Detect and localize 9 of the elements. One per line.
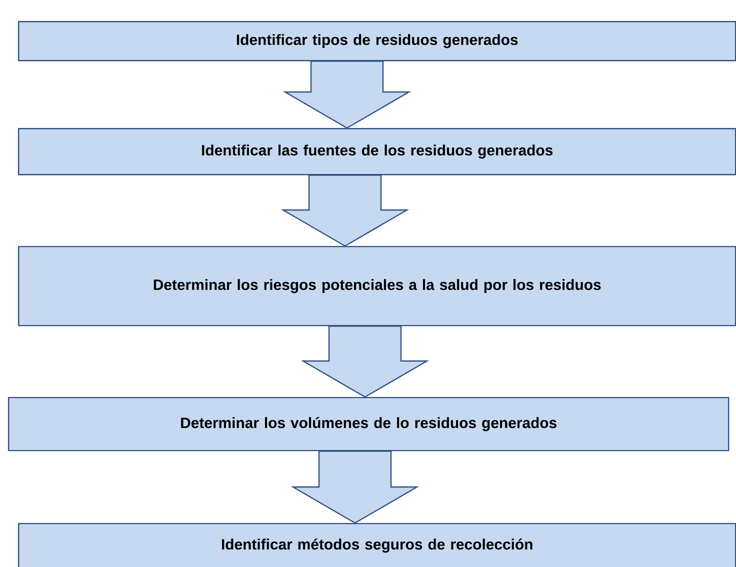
process-box: Identificar tipos de residuos generados xyxy=(18,21,736,62)
process-box: Determinar los riesgos potenciales a la salud por los residuos xyxy=(18,246,736,326)
process-box: Determinar los volúmenes de lo residuos generados xyxy=(8,396,730,452)
block-arrow xyxy=(280,174,410,247)
block-arrow xyxy=(300,326,430,398)
process-box: Identificar métodos seguros de recolección xyxy=(18,522,736,567)
process-box: Identificar las fuentes de los residuos generados xyxy=(18,128,736,176)
block-arrow xyxy=(290,450,420,524)
block-arrow xyxy=(282,60,412,129)
